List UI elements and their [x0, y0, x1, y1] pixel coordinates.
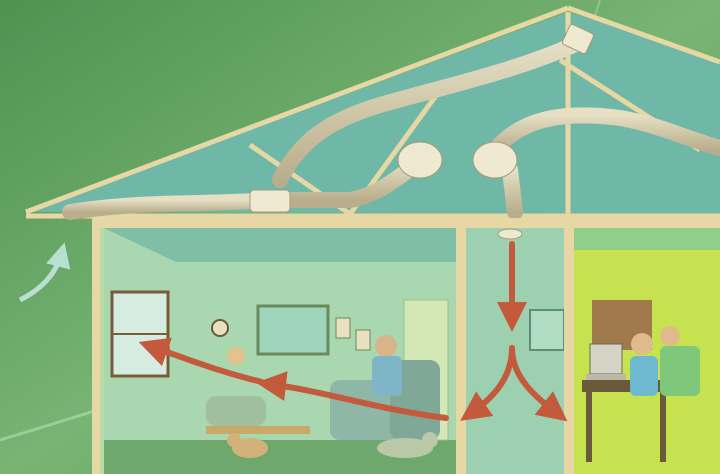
hallway-picture [530, 310, 564, 350]
office-ceiling [574, 228, 720, 250]
y-junction-icon [250, 190, 290, 212]
wall-painting [258, 306, 328, 354]
window-icon [112, 292, 168, 376]
interior-wall [456, 228, 466, 474]
ceiling-band [96, 218, 720, 228]
ceiling-vent-icon [498, 229, 522, 239]
wall-clock [212, 320, 228, 336]
y-junction-icon [398, 142, 442, 178]
interior-wall [564, 228, 574, 474]
wall-frame [356, 330, 370, 350]
wall-frame [336, 318, 350, 338]
coffee-table [206, 426, 310, 434]
exterior-wall [92, 218, 100, 474]
y-junction-icon [473, 142, 517, 178]
computer-icon [586, 344, 626, 380]
